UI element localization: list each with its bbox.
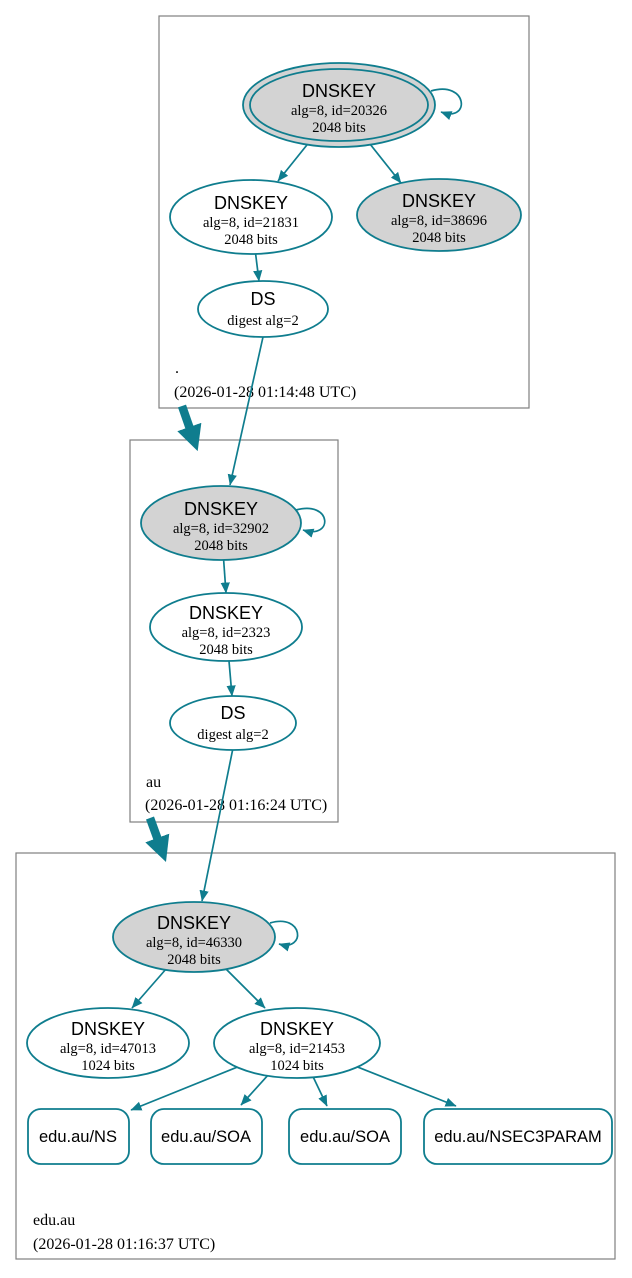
dnskey-node-20326[interactable]: DNSKEY alg=8, id=20326 2048 bits — [242, 62, 436, 148]
dnskey-node-21453[interactable]: DNSKEY alg=8, id=21453 1024 bits — [213, 1007, 381, 1079]
node-detail: alg=8, id=32902 — [173, 521, 269, 537]
rrset-node-edu-au-soa-2[interactable]: edu.au/SOA — [288, 1108, 402, 1165]
node-title: DNSKEY — [189, 603, 263, 623]
dnskey-node-32902[interactable]: DNSKEY alg=8, id=32902 2048 bits — [140, 485, 302, 561]
edge-selfsign-20326 — [430, 88, 463, 120]
node-bits: 2048 bits — [194, 538, 248, 554]
rrset-node-edu-au-ns[interactable]: edu.au/NS — [27, 1108, 130, 1165]
node-title: DNSKEY — [71, 1019, 145, 1039]
rrset-label: edu.au/SOA — [300, 1128, 390, 1146]
edge-ds-root-to-dnskey-au — [227, 336, 264, 486]
rrset-node-edu-au-soa-1[interactable]: edu.au/SOA — [150, 1108, 263, 1165]
delegation-arrow-root-to-au — [177, 404, 202, 452]
node-bits: 2048 bits — [412, 230, 466, 246]
rrset-node-edu-au-nsec3param[interactable]: edu.au/NSEC3PARAM — [423, 1108, 613, 1165]
node-title: DNSKEY — [214, 193, 288, 213]
edge-selfsign-32902 — [295, 507, 326, 538]
rrset-label: edu.au/NS — [39, 1128, 117, 1146]
node-detail: alg=8, id=47013 — [60, 1041, 156, 1057]
node-bits: 2048 bits — [199, 642, 253, 658]
node-bits: 2048 bits — [224, 232, 278, 248]
zone-box-edu-au — [15, 852, 616, 1260]
node-detail: alg=8, id=20326 — [291, 103, 387, 119]
node-title: DS — [250, 289, 275, 309]
node-detail: digest alg=2 — [197, 727, 268, 743]
zone-timestamp-au: (2026-01-28 01:16:24 UTC) — [145, 797, 327, 814]
dnskey-node-46330[interactable]: DNSKEY alg=8, id=46330 2048 bits — [112, 901, 276, 973]
rrset-label: edu.au/SOA — [161, 1128, 251, 1146]
node-detail: alg=8, id=46330 — [146, 935, 242, 951]
node-title: DNSKEY — [260, 1019, 334, 1039]
node-detail: digest alg=2 — [227, 313, 298, 329]
zone-box-root — [158, 15, 530, 409]
node-bits: 2048 bits — [312, 120, 366, 136]
ds-node-root[interactable]: DS digest alg=2 — [197, 280, 329, 338]
dnskey-node-47013[interactable]: DNSKEY alg=8, id=47013 1024 bits — [26, 1007, 190, 1079]
node-title: DS — [220, 703, 245, 723]
node-bits: 1024 bits — [81, 1058, 135, 1074]
dnskey-node-21831[interactable]: DNSKEY alg=8, id=21831 2048 bits — [169, 179, 333, 255]
node-bits: 2048 bits — [167, 952, 221, 968]
rrset-label: edu.au/NSEC3PARAM — [434, 1128, 602, 1146]
delegation-arrow-au-to-edu-au — [145, 816, 170, 862]
edge-selfsign-46330 — [269, 920, 299, 952]
dnskey-node-2323[interactable]: DNSKEY alg=8, id=2323 2048 bits — [149, 592, 303, 662]
node-detail: alg=8, id=2323 — [182, 625, 271, 641]
ds-node-au[interactable]: DS digest alg=2 — [169, 695, 297, 751]
zone-timestamp-root: (2026-01-28 01:14:48 UTC) — [174, 384, 356, 401]
zone-timestamp-edu-au: (2026-01-28 01:16:37 UTC) — [33, 1236, 215, 1253]
node-title: DNSKEY — [184, 499, 258, 519]
zone-name-au: au — [146, 774, 161, 791]
dnskey-node-38696[interactable]: DNSKEY alg=8, id=38696 2048 bits — [356, 178, 522, 252]
node-title: DNSKEY — [302, 81, 376, 101]
node-bits: 1024 bits — [270, 1058, 324, 1074]
zone-box-au — [129, 439, 339, 823]
node-detail: alg=8, id=21831 — [203, 215, 299, 231]
node-detail: alg=8, id=21453 — [249, 1041, 345, 1057]
node-title: DNSKEY — [402, 191, 476, 211]
node-detail: alg=8, id=38696 — [391, 213, 487, 229]
zone-name-root: . — [175, 360, 179, 377]
edge-ds-au-to-dnskey-edu-au — [199, 747, 234, 902]
zone-name-edu-au: edu.au — [33, 1212, 75, 1229]
node-title: DNSKEY — [157, 913, 231, 933]
